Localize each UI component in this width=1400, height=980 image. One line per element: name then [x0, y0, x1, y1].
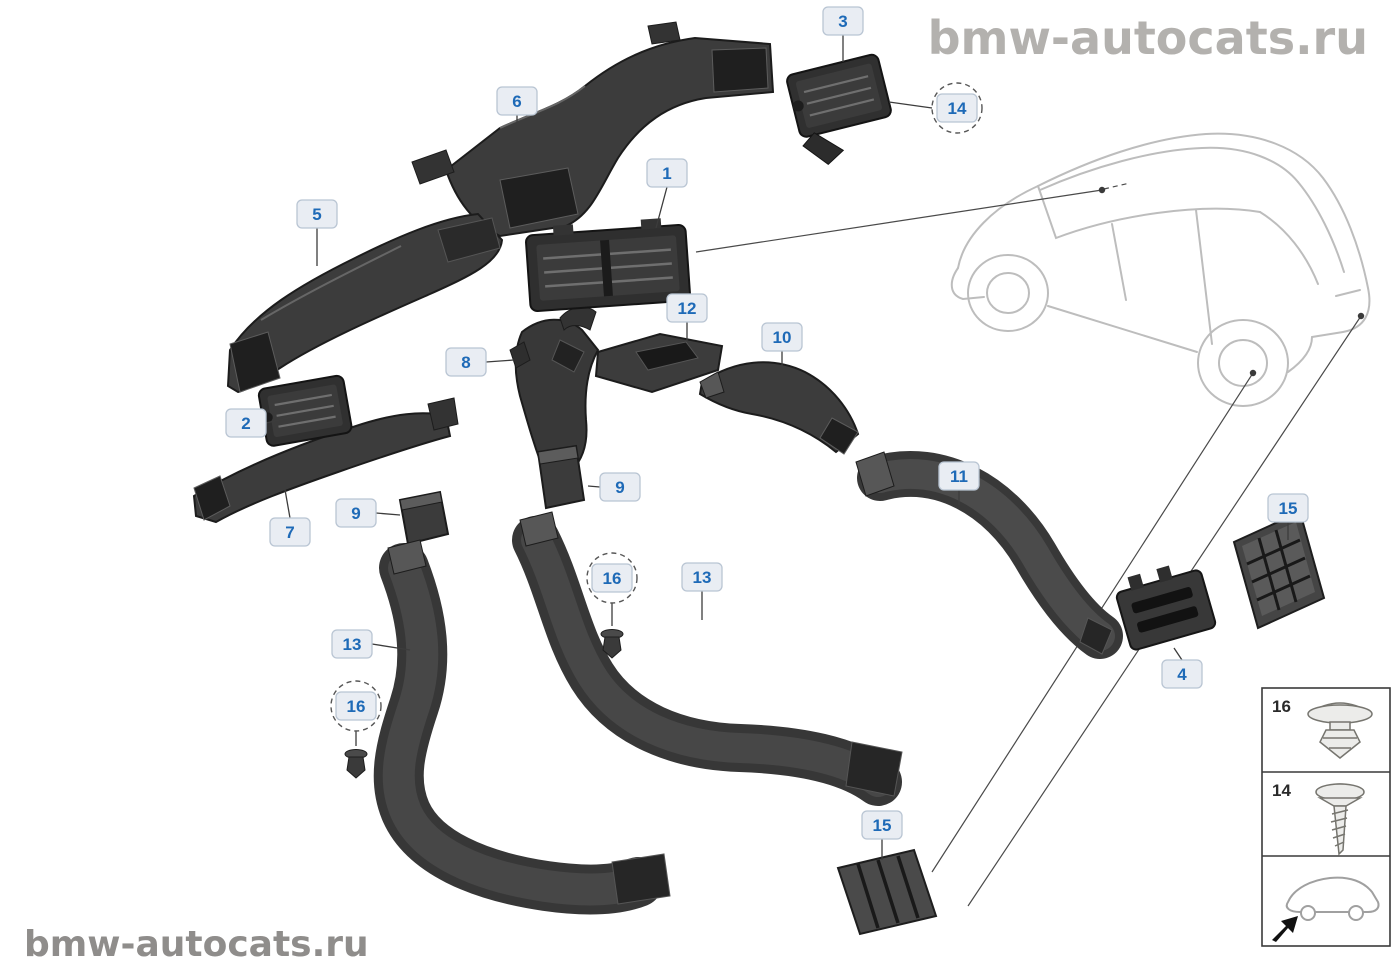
- callout-15-bottom[interactable]: 15: [861, 810, 903, 840]
- callout-3[interactable]: 3: [822, 6, 864, 36]
- callout-11[interactable]: 11: [938, 461, 980, 491]
- part-13-floor-duct-left[interactable]: [373, 539, 671, 915]
- svg-text:15: 15: [873, 816, 892, 835]
- legend-item-14[interactable]: 14: [1272, 781, 1365, 856]
- clip-fastener-icon: [1307, 702, 1373, 759]
- svg-text:16: 16: [347, 697, 366, 716]
- svg-text:14: 14: [1272, 781, 1291, 800]
- callout-6[interactable]: 6: [496, 86, 538, 116]
- part-9-small-duct-right[interactable]: [536, 444, 586, 510]
- svg-text:14: 14: [948, 99, 967, 118]
- svg-text:16: 16: [603, 569, 622, 588]
- svg-text:3: 3: [838, 12, 847, 31]
- callout-9-right[interactable]: 9: [599, 472, 641, 502]
- watermark-bottom-left: bmw-autocats.ru: [24, 924, 369, 965]
- leader-lines: [265, 35, 1289, 860]
- clip-16-mid[interactable]: [600, 629, 624, 659]
- part-5-duct[interactable]: [226, 212, 504, 394]
- callout-16-left[interactable]: 16: [330, 680, 382, 732]
- callout-16-mid[interactable]: 16: [586, 552, 638, 604]
- part-7-duct[interactable]: [192, 397, 459, 524]
- svg-text:15: 15: [1279, 499, 1298, 518]
- callout-4[interactable]: 4: [1161, 659, 1203, 689]
- callout-14-top[interactable]: 14: [931, 82, 983, 134]
- part-8-bracket[interactable]: [509, 306, 600, 478]
- dashed-circle: [586, 552, 638, 604]
- callout-2[interactable]: 2: [225, 408, 267, 438]
- svg-text:12: 12: [678, 299, 697, 318]
- part-12-flat-duct[interactable]: [594, 332, 724, 394]
- svg-text:7: 7: [285, 523, 294, 542]
- svg-text:13: 13: [343, 635, 362, 654]
- callout-13-mid[interactable]: 13: [681, 562, 723, 592]
- watermark-top-right: bmw-autocats.ru: [928, 11, 1368, 65]
- screw-icon: [1315, 783, 1365, 856]
- svg-text:13: 13: [693, 568, 712, 587]
- clip-16-left[interactable]: [344, 749, 368, 779]
- part-4-footwell-vent[interactable]: [1112, 557, 1217, 651]
- car-direction-icon: [1272, 876, 1380, 942]
- svg-text:5: 5: [312, 205, 321, 224]
- part-15-grille-right[interactable]: [1232, 510, 1326, 630]
- svg-text:16: 16: [1272, 697, 1291, 716]
- part-6-upper-duct[interactable]: [411, 21, 775, 238]
- part-1-center-vent[interactable]: [525, 217, 691, 313]
- car-sketch: [950, 132, 1371, 407]
- svg-text:9: 9: [351, 504, 360, 523]
- callout-15-right[interactable]: 15: [1267, 493, 1309, 523]
- svg-text:10: 10: [773, 328, 792, 347]
- legend-item-16[interactable]: 16: [1272, 697, 1373, 759]
- callout-8[interactable]: 8: [445, 347, 487, 377]
- svg-text:9: 9: [615, 478, 624, 497]
- svg-text:1: 1: [662, 164, 671, 183]
- callout-13-left[interactable]: 13: [331, 629, 373, 659]
- arrow-icon: [1272, 916, 1298, 942]
- dashed-circle: [931, 82, 983, 134]
- dashed-circle: [330, 680, 382, 732]
- pointer-dots: [1098, 186, 1365, 377]
- part-2-side-vent-left[interactable]: [257, 374, 353, 447]
- svg-text:2: 2: [241, 414, 250, 433]
- part-9-small-duct-left[interactable]: [398, 490, 450, 546]
- callout-7[interactable]: 7: [269, 517, 311, 547]
- callout-10[interactable]: 10: [761, 322, 803, 352]
- pointer-line-dashed: [1103, 182, 1131, 190]
- part-3-side-vent-right[interactable]: [785, 53, 900, 169]
- part-11-rear-duct[interactable]: [855, 451, 1123, 659]
- part-10-duct[interactable]: [698, 361, 860, 455]
- legend-item-car: [1272, 876, 1380, 942]
- svg-text:8: 8: [461, 353, 470, 372]
- part-15-grille-bottom[interactable]: [836, 848, 938, 936]
- callout-5[interactable]: 5: [296, 199, 338, 229]
- svg-text:11: 11: [950, 467, 968, 486]
- part-13-floor-duct-mid[interactable]: [512, 511, 903, 806]
- callout-9-left[interactable]: 9: [335, 498, 377, 528]
- legend-box: 16 14: [1261, 687, 1391, 947]
- callout-1[interactable]: 1: [646, 158, 688, 188]
- callout-12[interactable]: 12: [666, 293, 708, 323]
- svg-text:4: 4: [1177, 665, 1187, 684]
- svg-text:6: 6: [512, 92, 521, 111]
